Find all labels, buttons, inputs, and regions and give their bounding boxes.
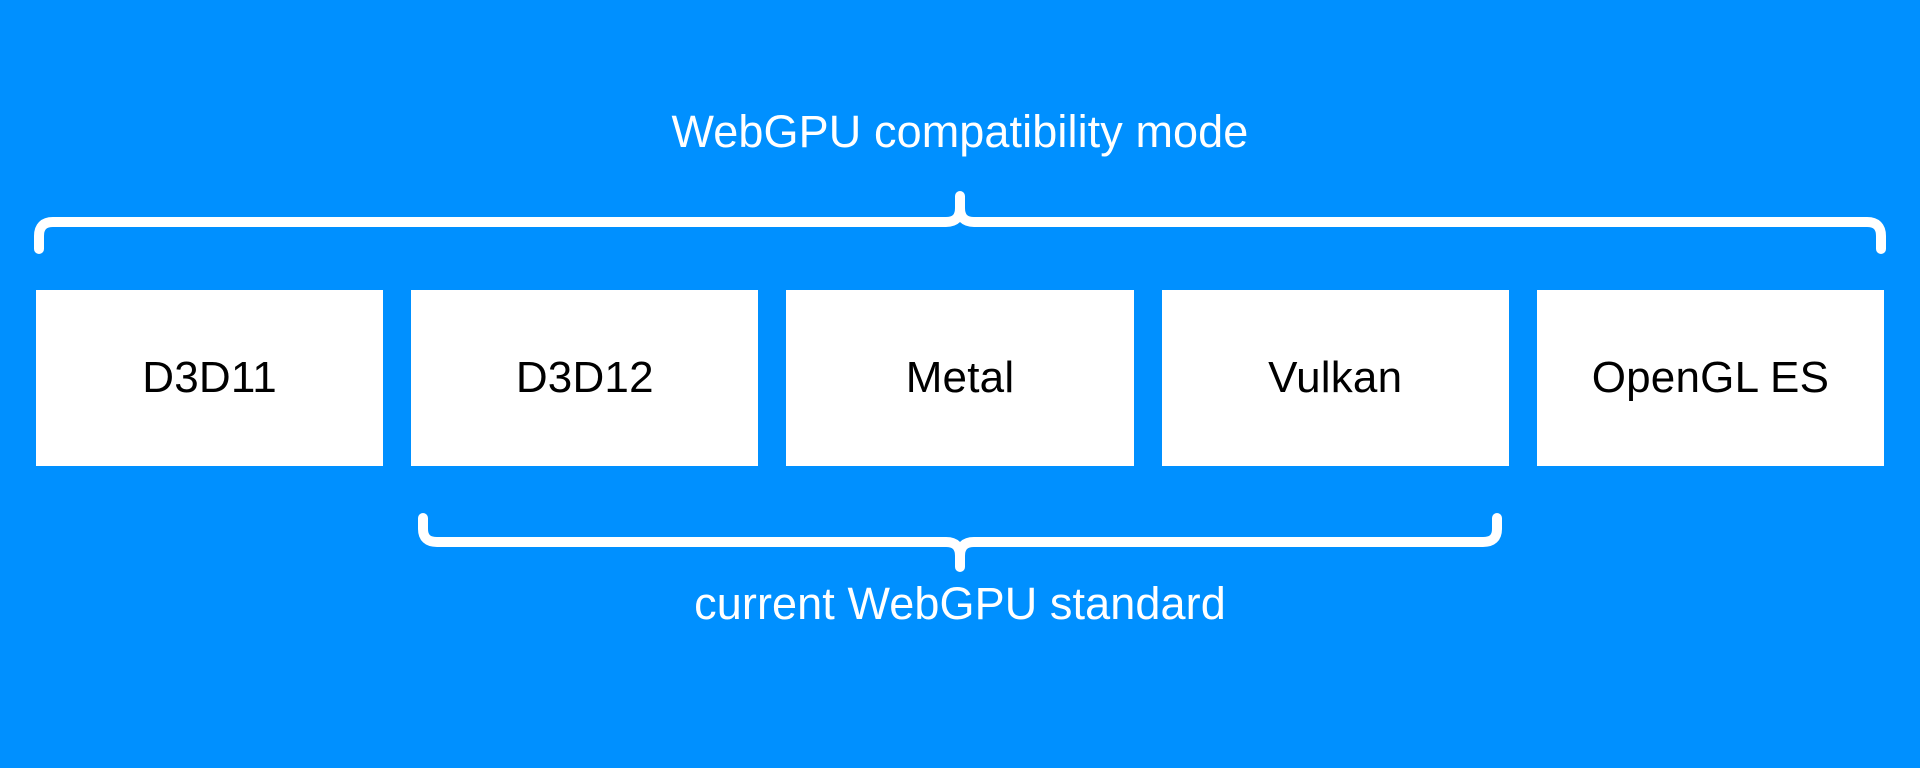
api-box-label: Metal <box>905 353 1015 402</box>
api-box-label: D3D11 <box>142 353 277 402</box>
api-box-opengl-es[interactable]: OpenGL ES <box>1536 290 1885 466</box>
api-box-label: OpenGL ES <box>1591 353 1830 402</box>
api-box-row: D3D11 D3D12 Metal Vulkan OpenGL ES <box>36 290 1885 466</box>
bottom-brace-label: current WebGPU standard <box>694 578 1226 629</box>
api-box-label: Vulkan <box>1268 353 1403 402</box>
api-box-d3d11[interactable]: D3D11 <box>36 290 384 466</box>
top-brace-label: WebGPU compatibility mode <box>671 106 1249 157</box>
api-box-vulkan[interactable]: Vulkan <box>1161 290 1509 466</box>
api-box-label: D3D12 <box>515 353 654 402</box>
api-box-metal[interactable]: Metal <box>786 290 1134 466</box>
api-box-d3d12[interactable]: D3D12 <box>411 290 759 466</box>
